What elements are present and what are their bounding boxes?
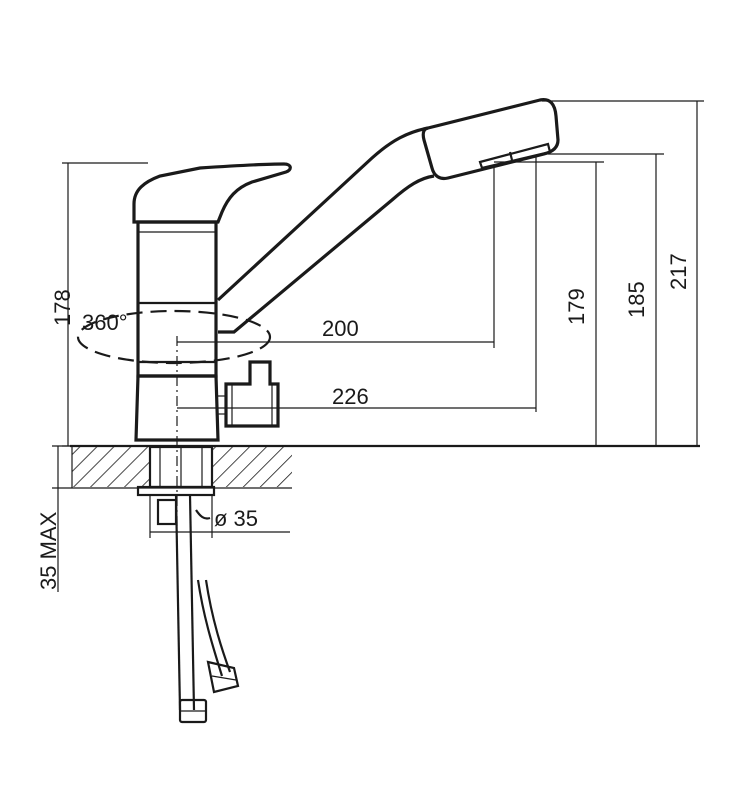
dimension-178: 178 <box>50 162 148 447</box>
height-185-label: 185 <box>624 281 649 318</box>
dimension-185: 185 <box>548 153 664 446</box>
reach-226-label: 226 <box>332 384 369 409</box>
faucet-body <box>134 220 220 442</box>
max-thickness-label: 35 MAX <box>36 511 61 590</box>
height-217-label: 217 <box>666 253 691 290</box>
dimension-217: 217 <box>542 100 704 446</box>
rotation-indicator: 360° <box>76 309 272 365</box>
height-178-label: 178 <box>50 289 75 326</box>
shank-and-hoses <box>136 445 240 724</box>
rotation-label: 360° <box>82 310 128 335</box>
hole-diameter-label: ø 35 <box>214 506 258 531</box>
reach-200-label: 200 <box>322 316 359 341</box>
countertop-section <box>70 444 700 489</box>
dimension-200: 200 <box>177 166 495 348</box>
dimension-226: 226 <box>177 157 537 412</box>
spout <box>216 98 560 334</box>
dimension-hole-diameter: ø 35 <box>149 496 290 538</box>
handle-lever <box>132 162 292 224</box>
dimension-179: 179 <box>494 161 604 446</box>
height-179-label: 179 <box>564 288 589 325</box>
dimension-35-max: 35 MAX <box>36 445 72 592</box>
diverter-valve <box>216 360 280 428</box>
